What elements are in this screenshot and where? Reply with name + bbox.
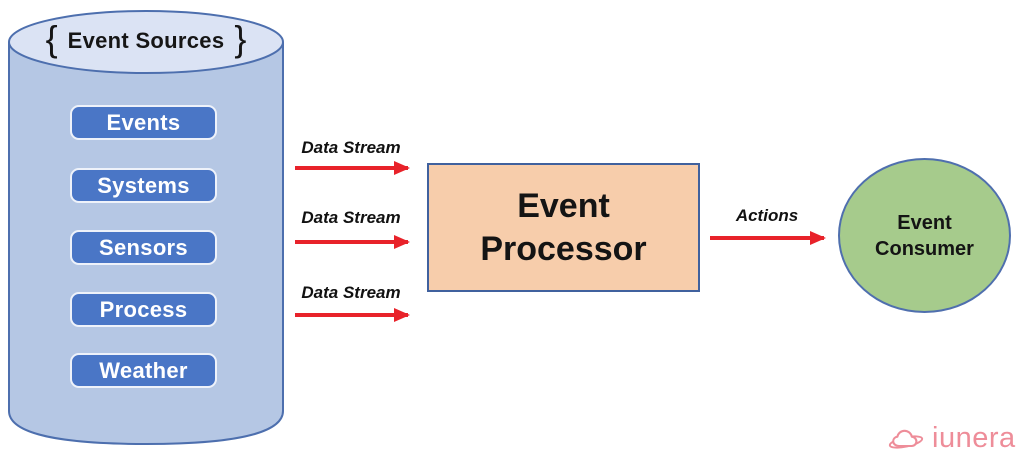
data-stream-label-1: Data Stream (301, 138, 401, 157)
right-brace: } (234, 18, 247, 59)
iunera-logo-text: iunera (932, 422, 1016, 454)
actions-label: Actions (735, 206, 799, 225)
event-sources-cylinder-top (8, 10, 284, 74)
source-item-systems: Systems (70, 168, 217, 203)
source-item-process: Process (70, 292, 217, 327)
event-consumer-circle: Event Consumer (838, 158, 1011, 313)
event-processor-box: Event Processor (427, 163, 700, 292)
left-brace: { (45, 18, 58, 59)
source-item-weather: Weather (70, 353, 217, 388)
source-item-sensors: Sensors (70, 230, 217, 265)
event-sources-title-text: Event Sources (67, 28, 225, 53)
iunera-cloud-ring-icon (888, 429, 924, 449)
iunera-logo: iunera (888, 424, 1016, 455)
data-stream-label-2: Data Stream (301, 208, 401, 227)
event-processor-label: Event Processor (480, 187, 647, 268)
event-sources-title: { Event Sources } (20, 12, 272, 70)
event-consumer-label: Event Consumer (875, 211, 974, 260)
source-item-events: Events (70, 105, 217, 140)
data-stream-label-3: Data Stream (301, 283, 401, 302)
